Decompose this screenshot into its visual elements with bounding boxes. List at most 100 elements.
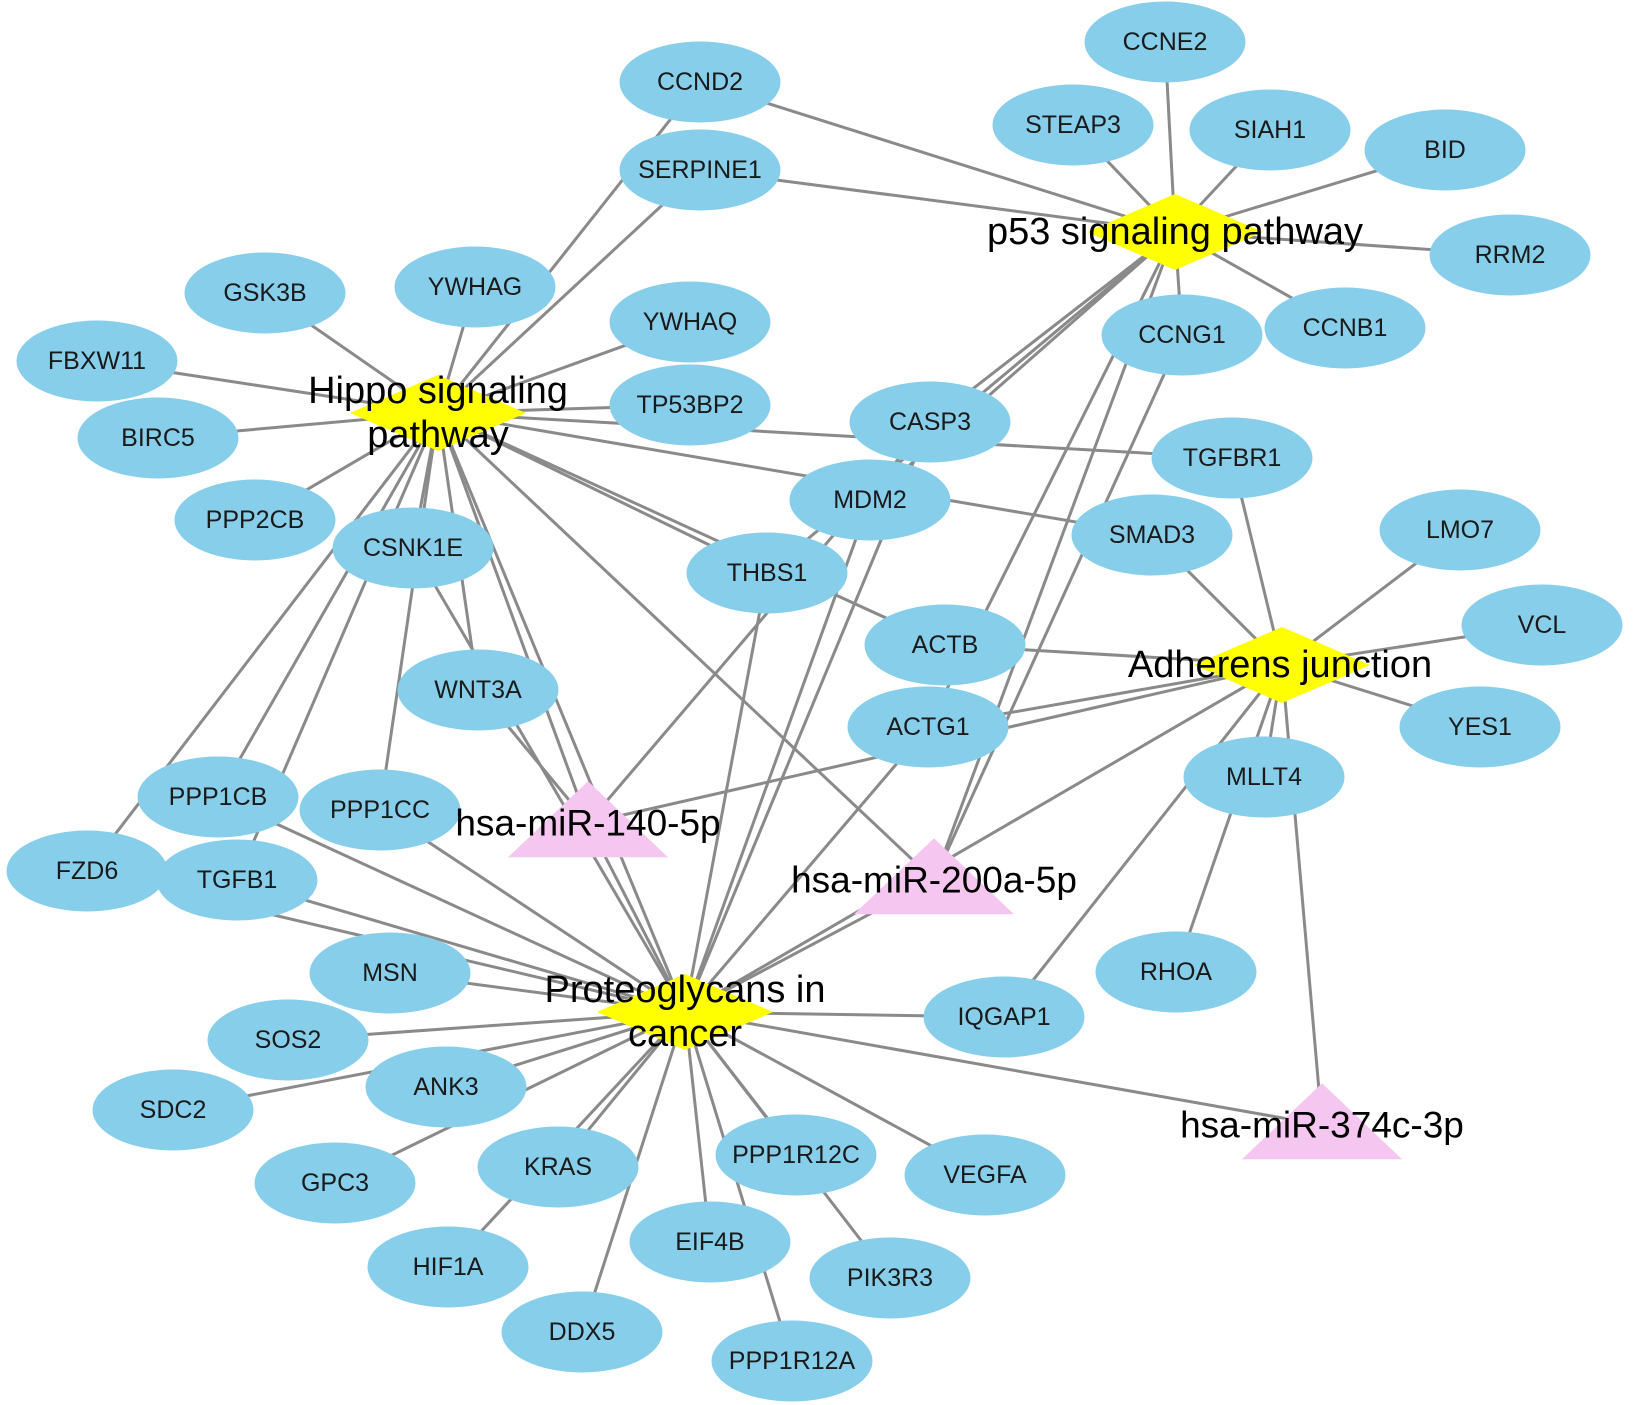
gene-label: CCNG1 [1138,321,1226,349]
edge-hippo-mir140 [436,412,590,824]
gene-label: PPP1R12C [732,1141,860,1169]
gene-node-hif1a: HIF1A [367,1226,529,1308]
gene-shape-ank3 [365,1046,527,1128]
gene-shape-pik3r3 [809,1237,971,1319]
gene-node-thbs1: THBS1 [686,532,848,614]
gene-shape-bid [1364,109,1526,191]
gene-shape-msn [309,932,471,1014]
gene-node-mdm2: MDM2 [789,459,951,541]
gene-label: TGFB1 [197,866,278,894]
gene-label: BIRC5 [121,424,195,452]
pathway-shape-adherens [1194,627,1370,703]
gene-shape-siah1 [1189,89,1351,171]
pathway-label: Hippo signaling [308,370,568,412]
gene-label: CCND2 [657,68,743,96]
gene-label: SMAD3 [1109,521,1195,549]
gene-node-rrm2: RRM2 [1429,214,1591,296]
gene-shape-lmo7 [1379,489,1541,571]
edge-hippo-tgfbr1 [437,411,1233,460]
gene-node-fbxw11: FBXW11 [16,320,178,402]
gene-shape-tp53bp2 [609,364,771,446]
gene-shape-gpc3 [254,1142,416,1224]
gene-label: CCNB1 [1303,314,1388,342]
gene-shape-sdc2 [92,1069,254,1151]
gene-label: HIF1A [413,1253,484,1281]
gene-node-mllt4: MLLT4 [1183,736,1345,818]
edge-hippo-proteo [436,412,687,1013]
gene-shape-ywhag [394,246,556,328]
gene-label: TP53BP2 [636,391,743,419]
gene-node-kras: KRAS [477,1126,639,1208]
gene-node-pik3r3: PIK3R3 [809,1237,971,1319]
gene-label: PPP1R12A [729,1347,856,1375]
gene-node-serpine1: SERPINE1 [619,129,781,211]
gene-node-gsk3b: GSK3B [184,252,346,334]
gene-shape-tgfb1 [156,839,318,921]
gene-shape-steap3 [992,84,1154,166]
gene-shape-smad3 [1071,494,1233,576]
edge-hippo-actb [437,411,946,647]
gene-label: CCNE2 [1123,28,1208,56]
gene-label: GSK3B [223,279,306,307]
gene-node-ppp1r12a: PPP1R12A [711,1320,873,1402]
gene-node-ywhaq: YWHAQ [609,281,771,363]
gene-node-actb: ACTB [864,604,1026,686]
pathway-node-adherens: Adherens junction [1128,627,1432,703]
gene-shape-ppp1cb [137,756,299,838]
edge-proteo-ppp1cb [217,795,686,1014]
gene-shape-casp3 [849,381,1011,463]
gene-shape-birc5 [77,397,239,479]
gene-node-casp3: CASP3 [849,381,1011,463]
gene-label: RHOA [1140,958,1213,986]
mirna-node-mir200a: hsa-miR-200a-5p [791,838,1077,915]
mirna-node-mir140: hsa-miR-140-5p [455,781,721,858]
edge-hippo-smad3 [437,411,1153,537]
gene-node-birc5: BIRC5 [77,397,239,479]
gene-node-ppp1cc: PPP1CC [299,769,461,851]
gene-label: VCL [1518,611,1567,639]
gene-shape-ccng1 [1101,294,1263,376]
gene-label: LMO7 [1426,516,1494,544]
gene-shape-eif4b [629,1201,791,1283]
gene-label: TGFBR1 [1183,444,1282,472]
gene-shape-vcl [1461,584,1623,666]
gene-label: IQGAP1 [957,1003,1050,1031]
gene-shape-mllt4 [1183,736,1345,818]
gene-shape-kras [477,1126,639,1208]
gene-node-tp53bp2: TP53BP2 [609,364,771,446]
gene-shape-ppp1cc [299,769,461,851]
mirna-shape-mir374c [1242,1083,1402,1160]
gene-node-ppp2cb: PPP2CB [174,479,336,561]
gene-shape-yes1 [1399,686,1561,768]
gene-shape-serpine1 [619,129,781,211]
gene-label: BID [1424,136,1466,164]
gene-label: SERPINE1 [638,156,762,184]
gene-node-actg1: ACTG1 [847,686,1009,768]
gene-node-ccnd2: CCND2 [619,41,781,123]
gene-shape-fbxw11 [16,320,178,402]
gene-label: MDM2 [833,486,907,514]
gene-shape-ywhaq [609,281,771,363]
edge-hippo-serpine1 [436,168,702,415]
gene-node-bid: BID [1364,109,1526,191]
gene-shape-actg1 [847,686,1009,768]
gene-shape-thbs1 [686,532,848,614]
gene-label: PPP1CC [330,796,430,824]
gene-label: PPP2CB [206,506,305,534]
gene-label: YES1 [1448,713,1512,741]
edge-proteo-thbs1 [683,572,769,1013]
gene-label: CASP3 [889,408,971,436]
gene-node-vegfa: VEGFA [904,1134,1066,1216]
gene-label: MSN [362,959,418,987]
gene-shape-wnt3a [397,649,559,731]
mirna-label: hsa-miR-374c-3p [1180,1105,1464,1146]
gene-label: RRM2 [1475,241,1546,269]
gene-label: SIAH1 [1234,116,1306,144]
gene-label: SDC2 [140,1096,207,1124]
gene-node-ccne2: CCNE2 [1084,1,1246,83]
gene-node-csnk1e: CSNK1E [332,507,494,589]
gene-node-eif4b: EIF4B [629,1201,791,1283]
edge-p53-ccnd2 [699,80,1176,234]
